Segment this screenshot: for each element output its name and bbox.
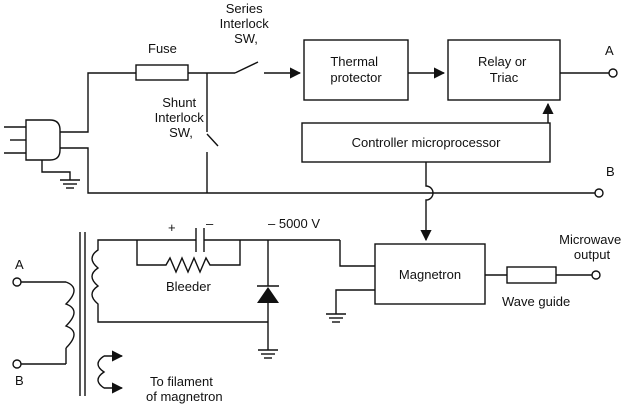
terminal-b-bottom-label: B [15, 373, 24, 388]
fuse [135, 64, 235, 81]
controller-microprocessor-label: Controller microprocessor [352, 135, 501, 150]
shunt-interlock-switch [206, 73, 219, 193]
bleeder-resistor [136, 240, 241, 274]
series-interlock-line-3: SW, [234, 31, 258, 46]
microwave-output-line-1: Microwave [559, 232, 621, 247]
thermal-protector-line-1: Thermal [330, 54, 378, 69]
magnetron-ground-wire [335, 289, 375, 314]
terminal-b-bottom [12, 359, 22, 369]
shunt-interlock-label: Shunt Interlock SW, [155, 95, 208, 140]
terminal-a-top-label: A [605, 43, 614, 58]
terminal-b-top-label: B [606, 164, 615, 179]
series-interlock-switch [234, 61, 302, 79]
thermal-protector-box [303, 39, 409, 101]
plug-ground-icon [60, 179, 80, 189]
mains-plug-icon [4, 72, 595, 194]
wave-guide [506, 266, 557, 284]
series-interlock-line-1: Series [226, 1, 263, 16]
terminal-a-top [608, 68, 618, 78]
capacitor-plus: + [168, 220, 176, 235]
relay-or-triac-line-1: Relay or [478, 54, 527, 69]
wave-guide-label: Wave guide [502, 294, 570, 309]
filament-line-2: of magnetron [146, 389, 223, 404]
relay-or-triac-label: Relay or Triac [478, 54, 530, 85]
terminal-a-bottom [12, 277, 22, 287]
hv-to-magnetron-wire [339, 240, 375, 267]
terminal-b-top [594, 188, 604, 198]
controller-to-magnetron-wire [420, 162, 434, 242]
diode-icon [257, 240, 279, 350]
series-interlock-label: Series Interlock SW, [220, 1, 273, 46]
relay-or-triac-box [447, 39, 561, 101]
bleeder-label: Bleeder [166, 279, 211, 294]
microwave-output-label: Microwave output [559, 232, 625, 262]
shunt-interlock-line-2: Interlock [155, 110, 205, 125]
series-interlock-line-2: Interlock [220, 16, 270, 31]
capacitor-minus: – [206, 216, 214, 231]
thermal-protector-label: Thermal protector [330, 54, 382, 85]
thermal-protector-line-2: protector [330, 70, 382, 85]
voltage-label: – 5000 V [268, 216, 320, 231]
magnetron-box [374, 243, 486, 305]
shunt-interlock-line-3: SW, [169, 125, 193, 140]
microwave-output-line-2: output [574, 247, 611, 262]
magnetron-label: Magnetron [399, 267, 461, 282]
relay-or-triac-line-2: Triac [490, 70, 519, 85]
terminal-a-bottom-label: A [15, 257, 24, 272]
filament-winding-icon [97, 350, 124, 394]
transformer-icon [20, 232, 268, 396]
diode-ground-icon [258, 349, 278, 359]
filament-label: To filament of magnetron [146, 374, 223, 404]
shunt-interlock-line-1: Shunt [162, 95, 196, 110]
capacitor [120, 228, 340, 252]
controller-microprocessor-box [301, 122, 551, 163]
fuse-label: Fuse [148, 41, 177, 56]
magnetron-ground-icon [326, 313, 346, 323]
filament-line-1: To filament [150, 374, 213, 389]
microwave-output-terminal [591, 270, 601, 280]
